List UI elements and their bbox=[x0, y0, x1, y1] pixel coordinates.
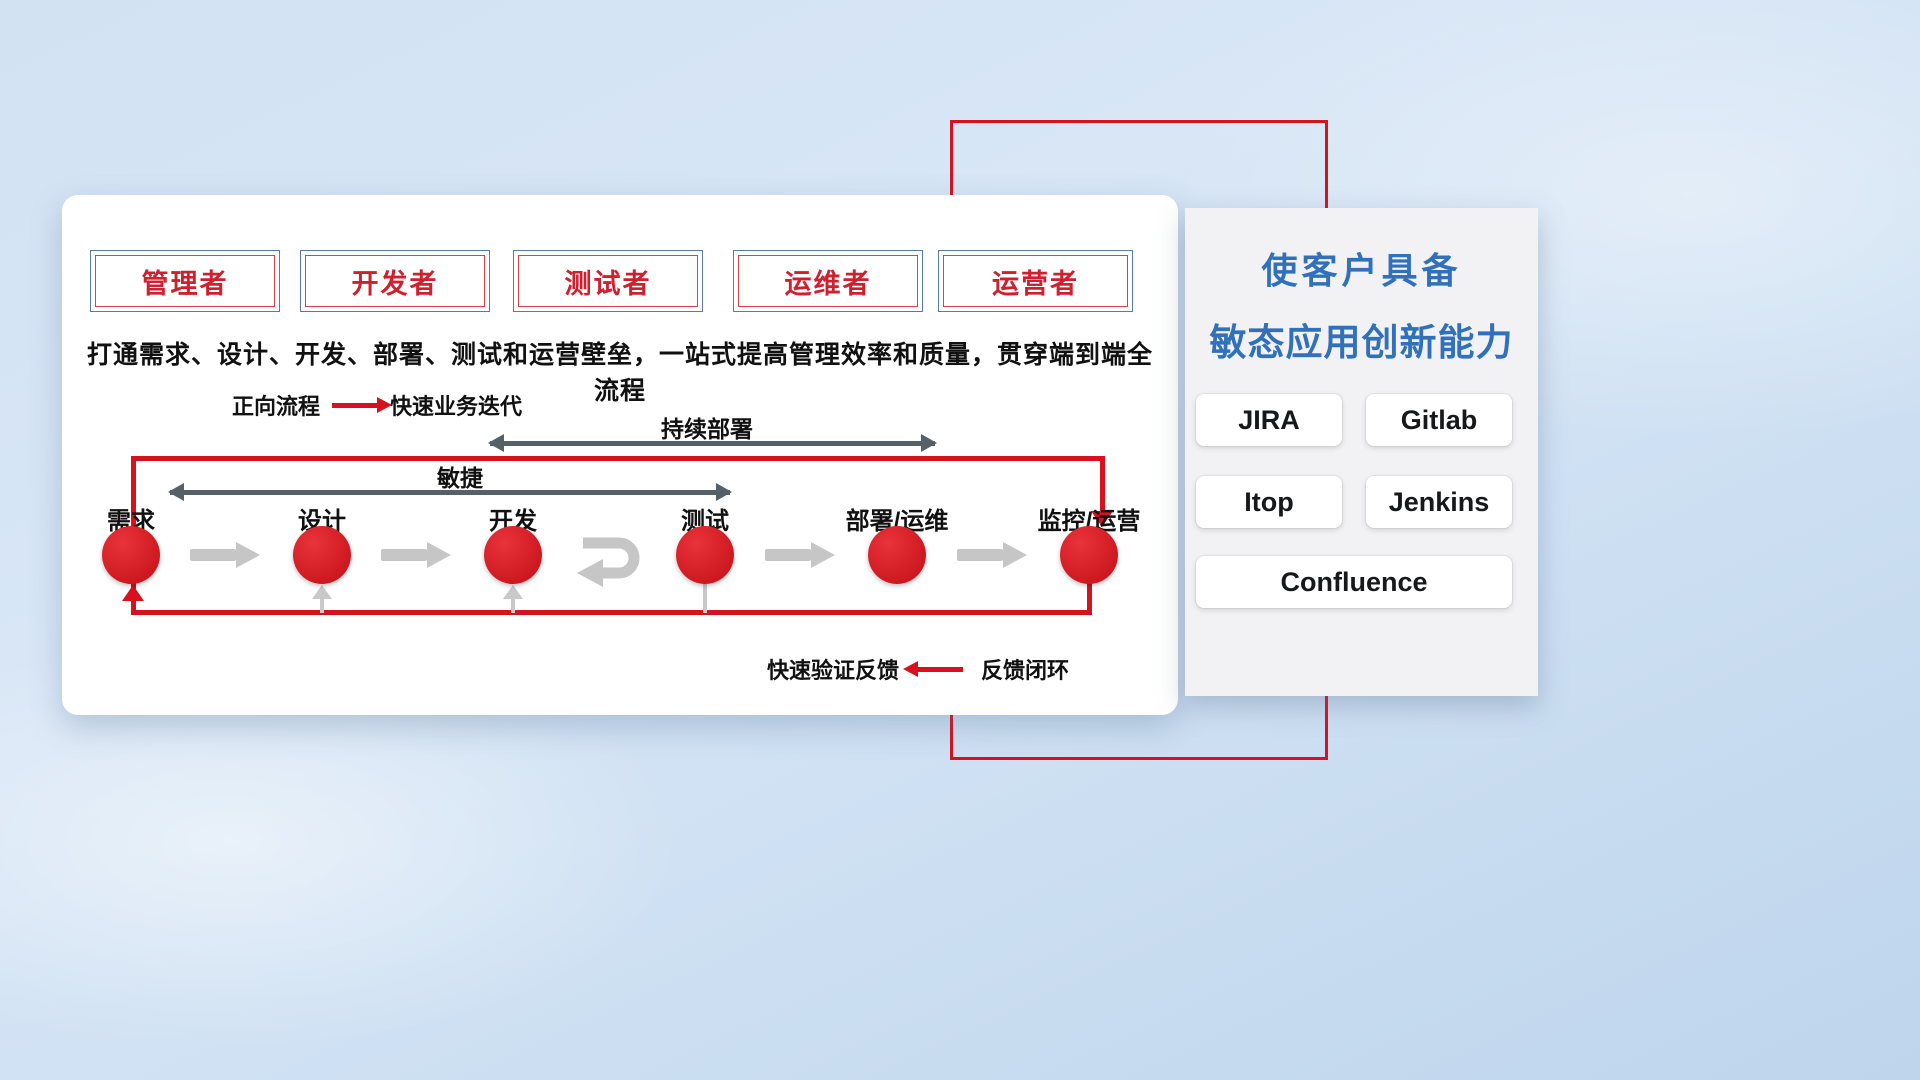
tool-gitlab: Gitlab bbox=[1366, 394, 1512, 446]
arrow-body bbox=[381, 549, 427, 561]
stage-circle-design bbox=[293, 526, 351, 584]
role-box-tester: 测试者 bbox=[513, 250, 703, 312]
arrow-body bbox=[190, 549, 236, 561]
agile-span-arrow bbox=[168, 483, 732, 501]
workflow-card: 管理者 开发者 测试者 运维者 运营者 打通需求、设计、开发、部署、测试和运营壁… bbox=[62, 195, 1178, 715]
forward-flow-line-top bbox=[131, 456, 1105, 461]
feedback-stub-arrow-development bbox=[503, 585, 523, 599]
feedback-stub-development bbox=[511, 599, 515, 613]
feedback-arrowhead-up bbox=[122, 585, 144, 601]
tool-confluence: Confluence bbox=[1196, 556, 1512, 608]
role-box-ops: 运维者 bbox=[733, 250, 923, 312]
forward-legend-value: 快速业务迭代 bbox=[390, 394, 523, 419]
stage-circle-requirements bbox=[102, 526, 160, 584]
role-box-manager: 管理者 bbox=[90, 250, 280, 312]
feedback-legend: 快速验证反馈 反馈闭环 bbox=[767, 653, 1069, 685]
forward-legend-label: 正向流程 bbox=[232, 394, 321, 419]
arrow-body bbox=[957, 549, 1003, 561]
loop-bottom-right-line bbox=[1087, 580, 1092, 615]
stage-arrow bbox=[957, 542, 1027, 568]
arrow-head bbox=[427, 542, 451, 568]
arrow-head bbox=[1003, 542, 1027, 568]
feedback-line-bottom bbox=[131, 610, 1091, 615]
feedback-legend-label: 反馈闭环 bbox=[981, 658, 1070, 683]
forward-arrowhead-down bbox=[1091, 511, 1113, 527]
arrow-head bbox=[811, 542, 835, 568]
stage-circle-deploy-ops bbox=[868, 526, 926, 584]
cd-span-arrow bbox=[488, 434, 937, 452]
role-label: 运维者 bbox=[784, 268, 872, 299]
arrow-head bbox=[236, 542, 260, 568]
feedback-stub-design bbox=[320, 599, 324, 613]
feedback-legend-value: 快速验证反馈 bbox=[767, 658, 900, 683]
stage-circle-testing bbox=[676, 526, 734, 584]
forward-arrow-icon bbox=[332, 396, 393, 413]
stage-arrow bbox=[765, 542, 835, 568]
feedback-arrow-icon bbox=[903, 660, 964, 677]
stage-arrow bbox=[190, 542, 260, 568]
role-box-developer: 开发者 bbox=[300, 250, 490, 312]
feedback-connector-testing bbox=[703, 584, 707, 613]
forward-legend: 正向流程 快速业务迭代 bbox=[232, 389, 522, 421]
arrow-body bbox=[765, 549, 811, 561]
panel-title-line1: 使客户具备 bbox=[1261, 250, 1462, 291]
stage-circle-monitor-ops bbox=[1060, 526, 1118, 584]
iteration-loop-icon bbox=[577, 537, 640, 587]
role-label: 运营者 bbox=[992, 268, 1079, 299]
tool-itop: Itop bbox=[1196, 476, 1342, 528]
capability-panel: 使客户具备 敏态应用创新能力 JIRA Gitlab Itop Jenkins … bbox=[1185, 208, 1538, 696]
feedback-stub-arrow-design bbox=[312, 585, 332, 599]
workflow-description: 打通需求、设计、开发、部署、测试和运营壁垒，一站式提高管理效率和质量，贯穿端到端… bbox=[86, 341, 1153, 405]
role-box-operator: 运营者 bbox=[938, 250, 1133, 312]
panel-title-line2: 敏态应用创新能力 bbox=[1209, 322, 1514, 363]
role-label: 开发者 bbox=[351, 268, 439, 299]
tool-jira: JIRA bbox=[1196, 394, 1342, 446]
stage-circle-development bbox=[484, 526, 542, 584]
agile-span-label: 敏捷 bbox=[437, 465, 483, 491]
stage-arrow bbox=[381, 542, 451, 568]
loop-right-line bbox=[1100, 456, 1105, 513]
cd-span-label: 持续部署 bbox=[661, 416, 753, 442]
role-label: 测试者 bbox=[564, 268, 652, 299]
tool-jenkins: Jenkins bbox=[1366, 476, 1512, 528]
role-label: 管理者 bbox=[141, 268, 229, 299]
